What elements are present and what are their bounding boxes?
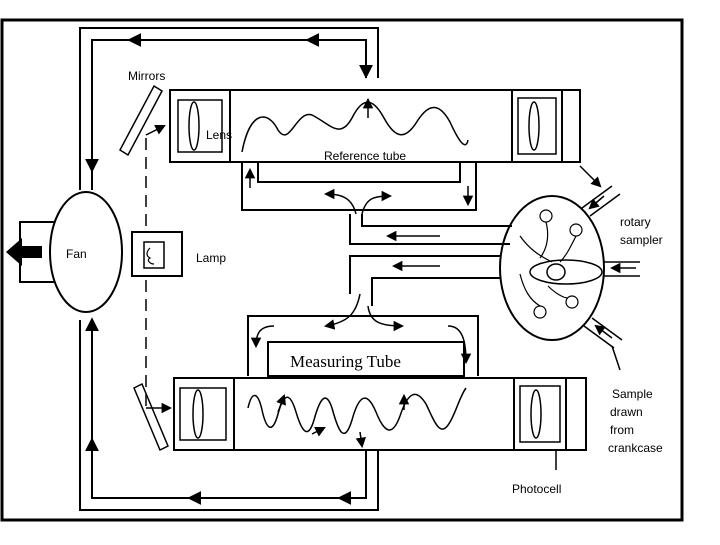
reference-tube — [169, 89, 581, 163]
sample-drawn-label: Sample drawn from crankcase — [608, 387, 663, 455]
lamp — [131, 231, 183, 277]
measuring-wave-arrows — [276, 393, 410, 449]
outer-frame — [0, 18, 684, 522]
sample-line1: Sample — [612, 387, 653, 401]
photocell-top — [528, 101, 540, 151]
reference-duct-arrows — [244, 167, 474, 242]
fan-housing — [49, 191, 123, 313]
lens-top — [188, 101, 200, 151]
photocell-bottom — [530, 389, 542, 439]
mirrors — [119, 84, 169, 452]
rotary-sampler — [499, 195, 605, 341]
measuring-duct — [247, 255, 500, 377]
measuring-duct-arrows — [250, 260, 472, 365]
lamp-label: Lamp — [196, 251, 226, 265]
sample-line4: crankcase — [608, 441, 663, 455]
mirror-bottom — [133, 382, 169, 452]
flow-arrows-top — [85, 33, 373, 173]
sample-line3: from — [610, 423, 634, 437]
light-path — [145, 125, 173, 414]
sample-line2: drawn — [610, 405, 643, 419]
reference-duct — [241, 162, 512, 245]
rotary-sampler-label: rotary sampler — [620, 215, 663, 247]
exhaust-arrow-icon — [6, 238, 42, 266]
rotary-sampler-line2: sampler — [620, 233, 663, 247]
measuring-wave — [247, 387, 467, 435]
fan-label: Fan — [66, 247, 87, 261]
lens-label: Lens — [206, 128, 232, 142]
reference-wave — [241, 101, 469, 153]
photocell-label: Photocell — [512, 482, 561, 496]
mirrors-label: Mirrors — [128, 69, 165, 83]
rotary-sampler-line1: rotary — [620, 215, 651, 229]
fan: Fan — [6, 191, 123, 313]
measuring-chamber — [173, 377, 587, 470]
flow-arrows-bottom — [85, 317, 379, 505]
mirror-top — [119, 84, 163, 157]
reference-tube-label: Reference tube — [324, 149, 406, 163]
lens-bottom — [192, 389, 204, 439]
measuring-tube-label: Measuring Tube — [290, 352, 401, 371]
sampler-inlets — [579, 165, 640, 371]
